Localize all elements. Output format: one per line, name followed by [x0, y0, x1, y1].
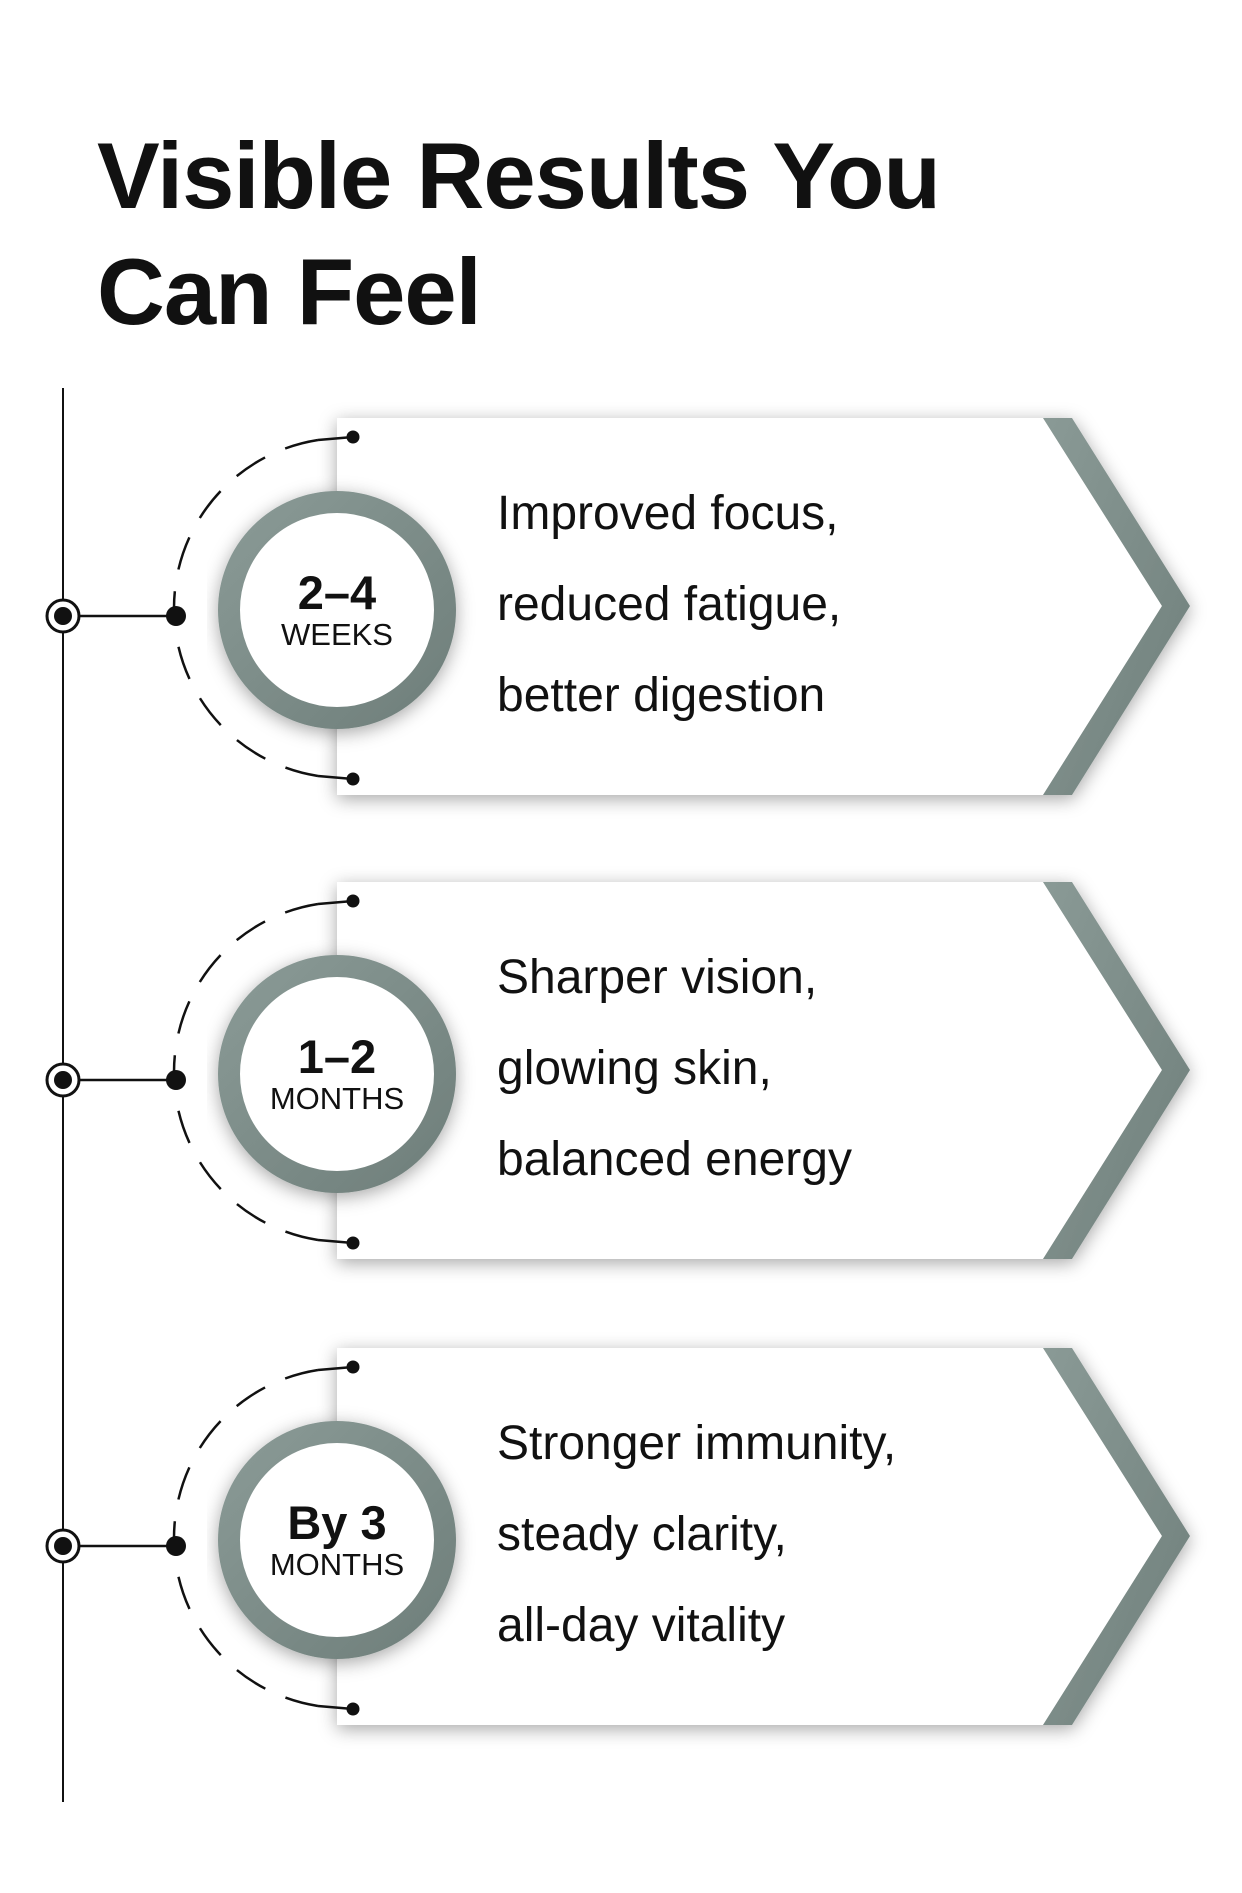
benefit-line: all-day vitality [497, 1599, 786, 1652]
arrow-card [337, 1348, 1190, 1725]
benefit-line: Improved focus, [497, 487, 839, 540]
benefit-line: reduced fatigue, [497, 578, 842, 631]
period-unit: MONTHS [269, 1081, 405, 1116]
arrow-card [337, 418, 1190, 795]
timeline-item: 2–4 WEEKS Improved focus, reduced fatigu… [0, 418, 1242, 795]
benefit-line: Sharper vision, [497, 951, 818, 1004]
dot-icon [346, 894, 360, 908]
timeline-decoration [45, 882, 1190, 1259]
period-value: 2–4 [297, 566, 377, 619]
title-line-1: Visible Results You [97, 123, 941, 228]
dot-icon [346, 1702, 360, 1716]
dot-icon [346, 772, 360, 786]
dot-icon [346, 430, 360, 444]
period-value: By 3 [287, 1496, 387, 1549]
title-line-2: Can Feel [97, 239, 482, 344]
dot-icon [346, 1360, 360, 1374]
period-badge: 2–4 WEEKS [257, 530, 417, 690]
benefit-line: Stronger immunity, [497, 1417, 897, 1470]
connector-dot-icon [166, 1536, 186, 1556]
period-badge: By 3 MONTHS [257, 1460, 417, 1620]
benefits-text: Improved focus, reduced fatigue, better … [497, 468, 841, 741]
benefit-line: steady clarity, [497, 1508, 787, 1561]
period-unit: MONTHS [269, 1547, 405, 1582]
arrow-card [337, 882, 1190, 1259]
connector-dot-icon [166, 606, 186, 626]
connector-dot-icon [166, 1070, 186, 1090]
benefit-line: balanced energy [497, 1133, 852, 1186]
period-value: 1–2 [297, 1030, 377, 1083]
timeline-item: 1–2 MONTHS Sharper vision, glowing skin,… [0, 882, 1242, 1259]
period-badge: 1–2 MONTHS [257, 994, 417, 1154]
period-ring [218, 491, 456, 729]
timeline-decoration [45, 418, 1190, 795]
dot-icon [346, 1236, 360, 1250]
timeline-decoration [45, 1348, 1190, 1725]
period-ring [218, 1421, 456, 1659]
benefits-text: Stronger immunity, steady clarity, all-d… [497, 1398, 896, 1671]
benefit-line: glowing skin, [497, 1042, 772, 1095]
timeline-item: By 3 MONTHS Stronger immunity, steady cl… [0, 1348, 1242, 1725]
benefits-text: Sharper vision, glowing skin, balanced e… [497, 932, 852, 1205]
period-unit: WEEKS [281, 617, 393, 652]
benefit-line: better digestion [497, 669, 826, 722]
period-ring [218, 955, 456, 1193]
page-title: Visible Results You Can Feel [97, 118, 941, 350]
